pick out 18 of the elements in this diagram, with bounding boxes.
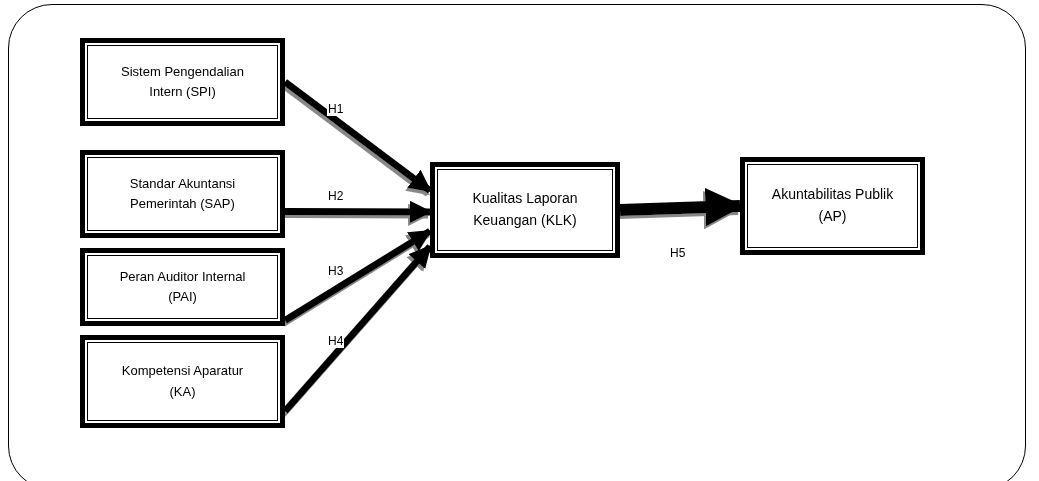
edge-label: H1 bbox=[327, 102, 345, 116]
edge-label: H2 bbox=[327, 189, 345, 203]
edge-label: H3 bbox=[327, 264, 345, 278]
arrow bbox=[283, 228, 432, 324]
variable-box bbox=[80, 335, 285, 428]
edge-label: H4 bbox=[327, 334, 345, 348]
edge-label: H5 bbox=[669, 246, 687, 260]
box-label: Kompetensi Aparatur (KA) bbox=[120, 362, 245, 401]
variable-box bbox=[80, 150, 285, 238]
box-label: Peran Auditor Internal (PAI) bbox=[118, 267, 247, 306]
box-label: Standar Akuntansi Pemerintah (SAP) bbox=[128, 174, 237, 213]
variable-box bbox=[430, 162, 620, 258]
variable-box bbox=[80, 248, 285, 326]
variable-box bbox=[80, 38, 285, 126]
box-label: Kualitas Laporan Keuangan (KLK) bbox=[471, 189, 579, 230]
box-label: Akuntabilitas Publik (AP) bbox=[771, 185, 894, 226]
box-label: Sistem Pengendalian Intern (SPI) bbox=[120, 62, 245, 101]
variable-box bbox=[740, 157, 925, 255]
